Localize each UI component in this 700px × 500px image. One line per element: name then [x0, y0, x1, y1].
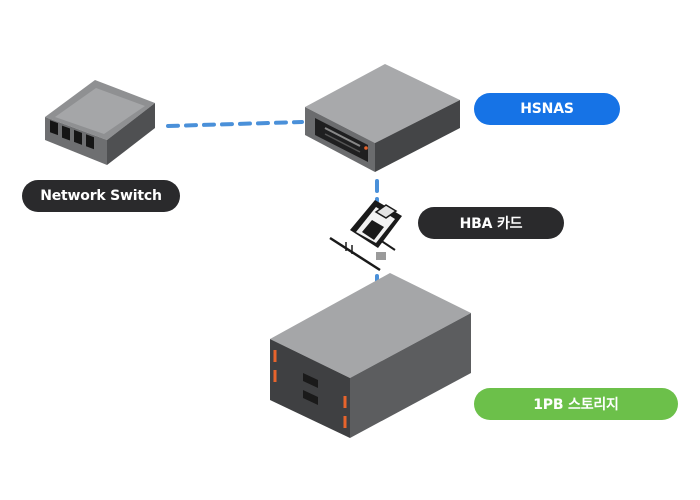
hba-card-icon [329, 200, 402, 272]
storage-array-icon [270, 273, 471, 438]
switch-to-nas-connector [166, 120, 304, 128]
network-switch-icon [45, 80, 155, 165]
storage-label: 1PB 스토리지 [474, 388, 678, 420]
hba-card-label: HBA 카드 [418, 207, 564, 239]
hsnas-label: HSNAS [474, 93, 620, 125]
nas-server-icon [305, 64, 460, 172]
network-switch-label: Network Switch [22, 180, 180, 212]
